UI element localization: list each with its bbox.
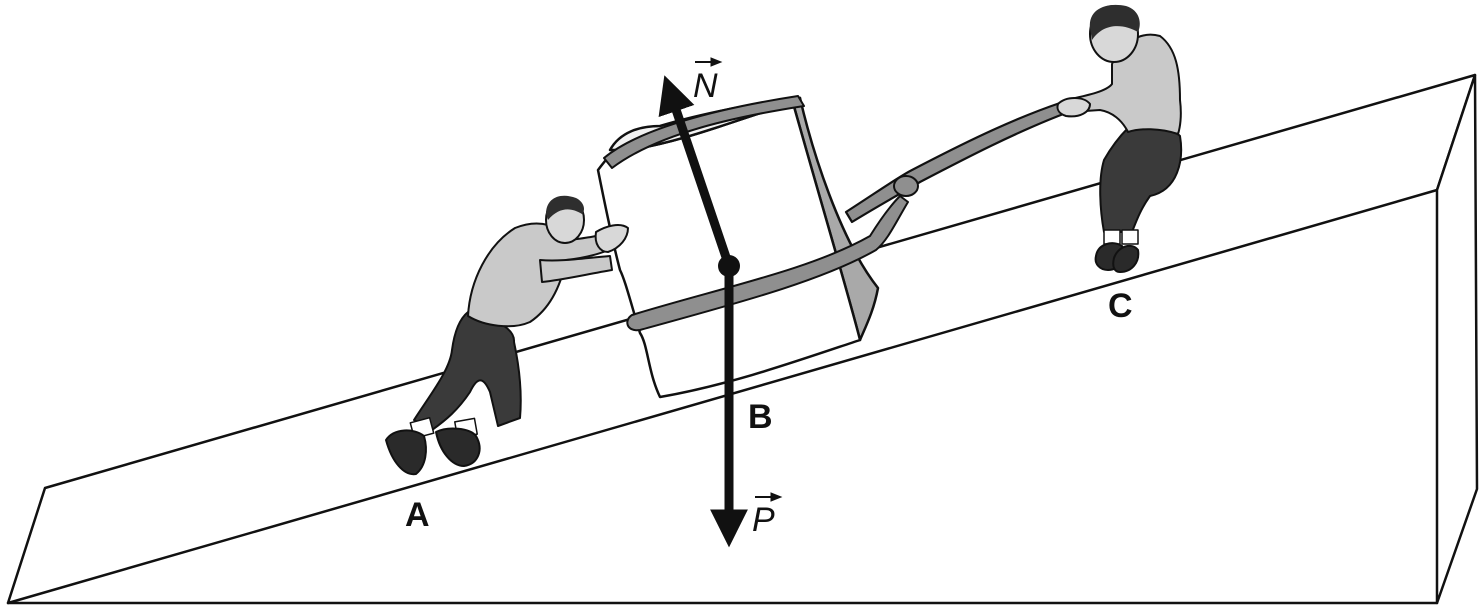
normal-force-arrow	[658, 75, 734, 268]
block	[596, 95, 909, 399]
vector-label-p: P	[752, 501, 775, 539]
person-c-sock-left	[1103, 229, 1121, 245]
point-label-c: C	[1108, 287, 1133, 325]
person-a-shoe-right	[435, 427, 481, 467]
person-c-trousers	[1099, 126, 1183, 233]
rope-knot	[893, 175, 919, 197]
person-c-hands	[1056, 97, 1091, 118]
vector-label-n: N	[693, 67, 718, 105]
person-a-arm	[539, 255, 613, 283]
person-a-shoe-left	[385, 429, 427, 476]
center-of-mass-point	[718, 255, 740, 277]
person-a-pusher	[385, 195, 629, 476]
person-c-hair	[1089, 4, 1140, 40]
point-label-b: B	[748, 398, 773, 436]
incline-end-face	[1435, 73, 1479, 605]
strap-bottom	[626, 195, 909, 332]
person-a-hair	[546, 195, 584, 220]
person-c-shoe-right	[1112, 244, 1140, 273]
person-c-sock-right	[1121, 229, 1139, 245]
person-a-trousers	[413, 311, 522, 431]
person-c-puller	[1056, 4, 1183, 273]
strap-top	[603, 95, 805, 169]
point-label-a: A	[405, 496, 430, 534]
person-a-hands	[594, 224, 629, 253]
